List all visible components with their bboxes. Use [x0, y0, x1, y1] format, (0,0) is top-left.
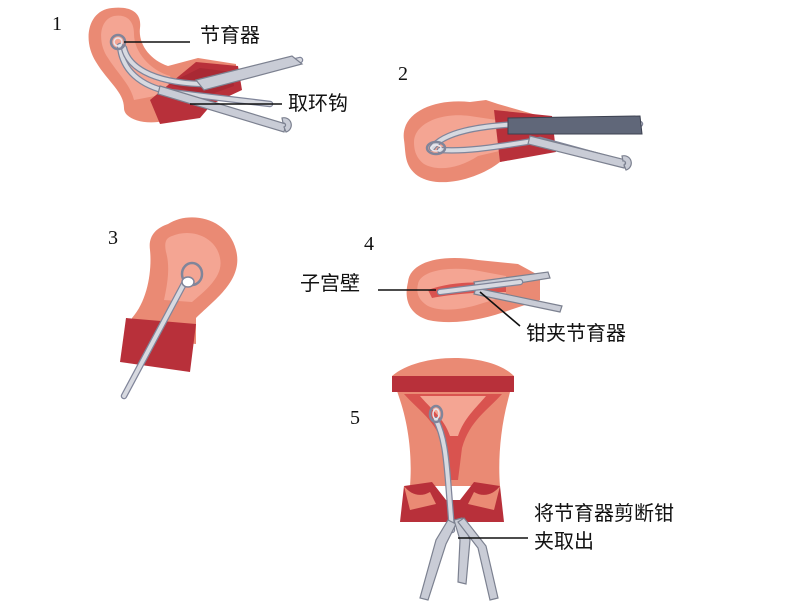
- step-1-hook-label: 取环钩: [288, 91, 348, 115]
- step-4-number: 4: [364, 233, 374, 255]
- step-5-panel: 5 将节育器剪断钳 夹取出: [350, 358, 674, 600]
- step-2-panel: 2: [398, 63, 642, 182]
- step-1-iud-label: 节育器: [200, 23, 260, 47]
- step-5-label-line1: 将节育器剪断钳: [534, 501, 674, 525]
- step-1-panel: 1 节育器 取环钩: [52, 8, 348, 132]
- step-3-panel: 3: [108, 217, 237, 396]
- step-4-clamp-label: 钳夹节育器: [526, 321, 626, 345]
- step-5-uterus: [392, 358, 514, 522]
- step-5-number: 5: [350, 407, 360, 429]
- step-5-label-line2: 夹取出: [534, 529, 594, 553]
- step-4-wall-label: 子宫壁: [300, 271, 360, 295]
- step-3-number: 3: [108, 227, 118, 249]
- step-1-number: 1: [52, 13, 62, 35]
- step-2-number: 2: [398, 63, 408, 85]
- step-4-panel: 4 子宫壁 钳夹节育器: [300, 233, 626, 345]
